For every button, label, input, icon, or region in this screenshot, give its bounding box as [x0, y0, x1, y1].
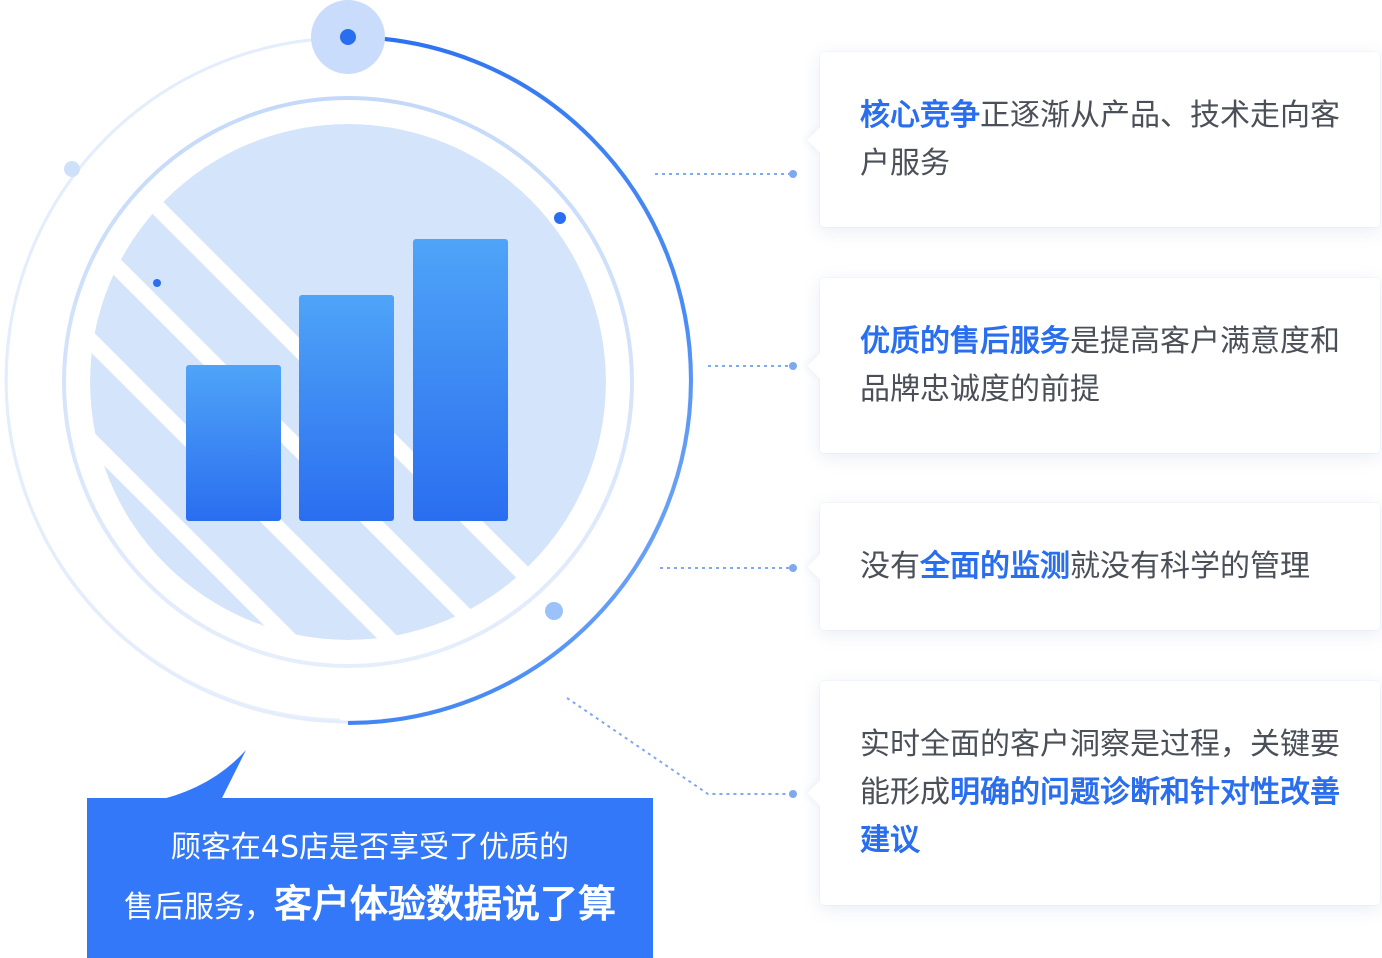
callout-line-1: 顾客在4S店是否享受了优质的	[170, 830, 570, 865]
info-card-2: 优质的售后服务是提高客户满意度和品牌忠诚度的前提	[820, 278, 1380, 453]
card1-highlight: 核心竞争	[860, 97, 980, 133]
card3-prefix: 没有	[860, 548, 920, 584]
deco-dot-right	[554, 212, 566, 224]
callout-line-2: 售后服务，客户体验数据说了算	[124, 876, 616, 936]
bar-1	[186, 365, 281, 521]
callout-tail	[150, 750, 246, 802]
card4-prefix: 实时全面的客户洞察是过程，关键要能形成	[860, 727, 1340, 810]
deco-dot-left	[64, 161, 80, 177]
connector-4	[566, 697, 790, 795]
card2-text: 是提高客户满意度和品牌忠诚度的前提	[860, 323, 1340, 407]
info-card-3: 没有全面的监测就没有科学的管理	[820, 503, 1380, 630]
summary-callout: 顾客在4S店是否享受了优质的 售后服务，客户体验数据说了算	[87, 798, 653, 958]
bar-3	[413, 239, 508, 521]
top-dot	[340, 29, 356, 45]
card1-text: 正逐渐从产品、技术走向客户服务	[860, 97, 1340, 181]
info-card-4: 实时全面的客户洞察是过程，关键要能形成明确的问题诊断和针对性改善建议	[820, 681, 1380, 905]
card2-highlight: 优质的售后服务	[860, 323, 1070, 359]
bar-2	[299, 295, 394, 521]
callout-line-2-strong: 客户体验数据说了算	[273, 882, 616, 926]
card4-highlight: 明确的问题诊断和针对性改善建议	[860, 775, 1340, 858]
middle-ring	[62, 96, 634, 668]
card3-highlight: 全面的监测	[920, 548, 1070, 584]
progress-arc	[347, 35, 693, 725]
deco-dot-lower	[545, 602, 563, 620]
bar-chart-icon	[186, 239, 508, 521]
deco-dot-small	[153, 279, 161, 287]
info-card-1: 核心竞争正逐渐从产品、技术走向客户服务	[820, 52, 1380, 227]
card3-text: 就没有科学的管理	[1070, 548, 1310, 584]
callout-line-2-prefix: 售后服务，	[123, 890, 274, 925]
